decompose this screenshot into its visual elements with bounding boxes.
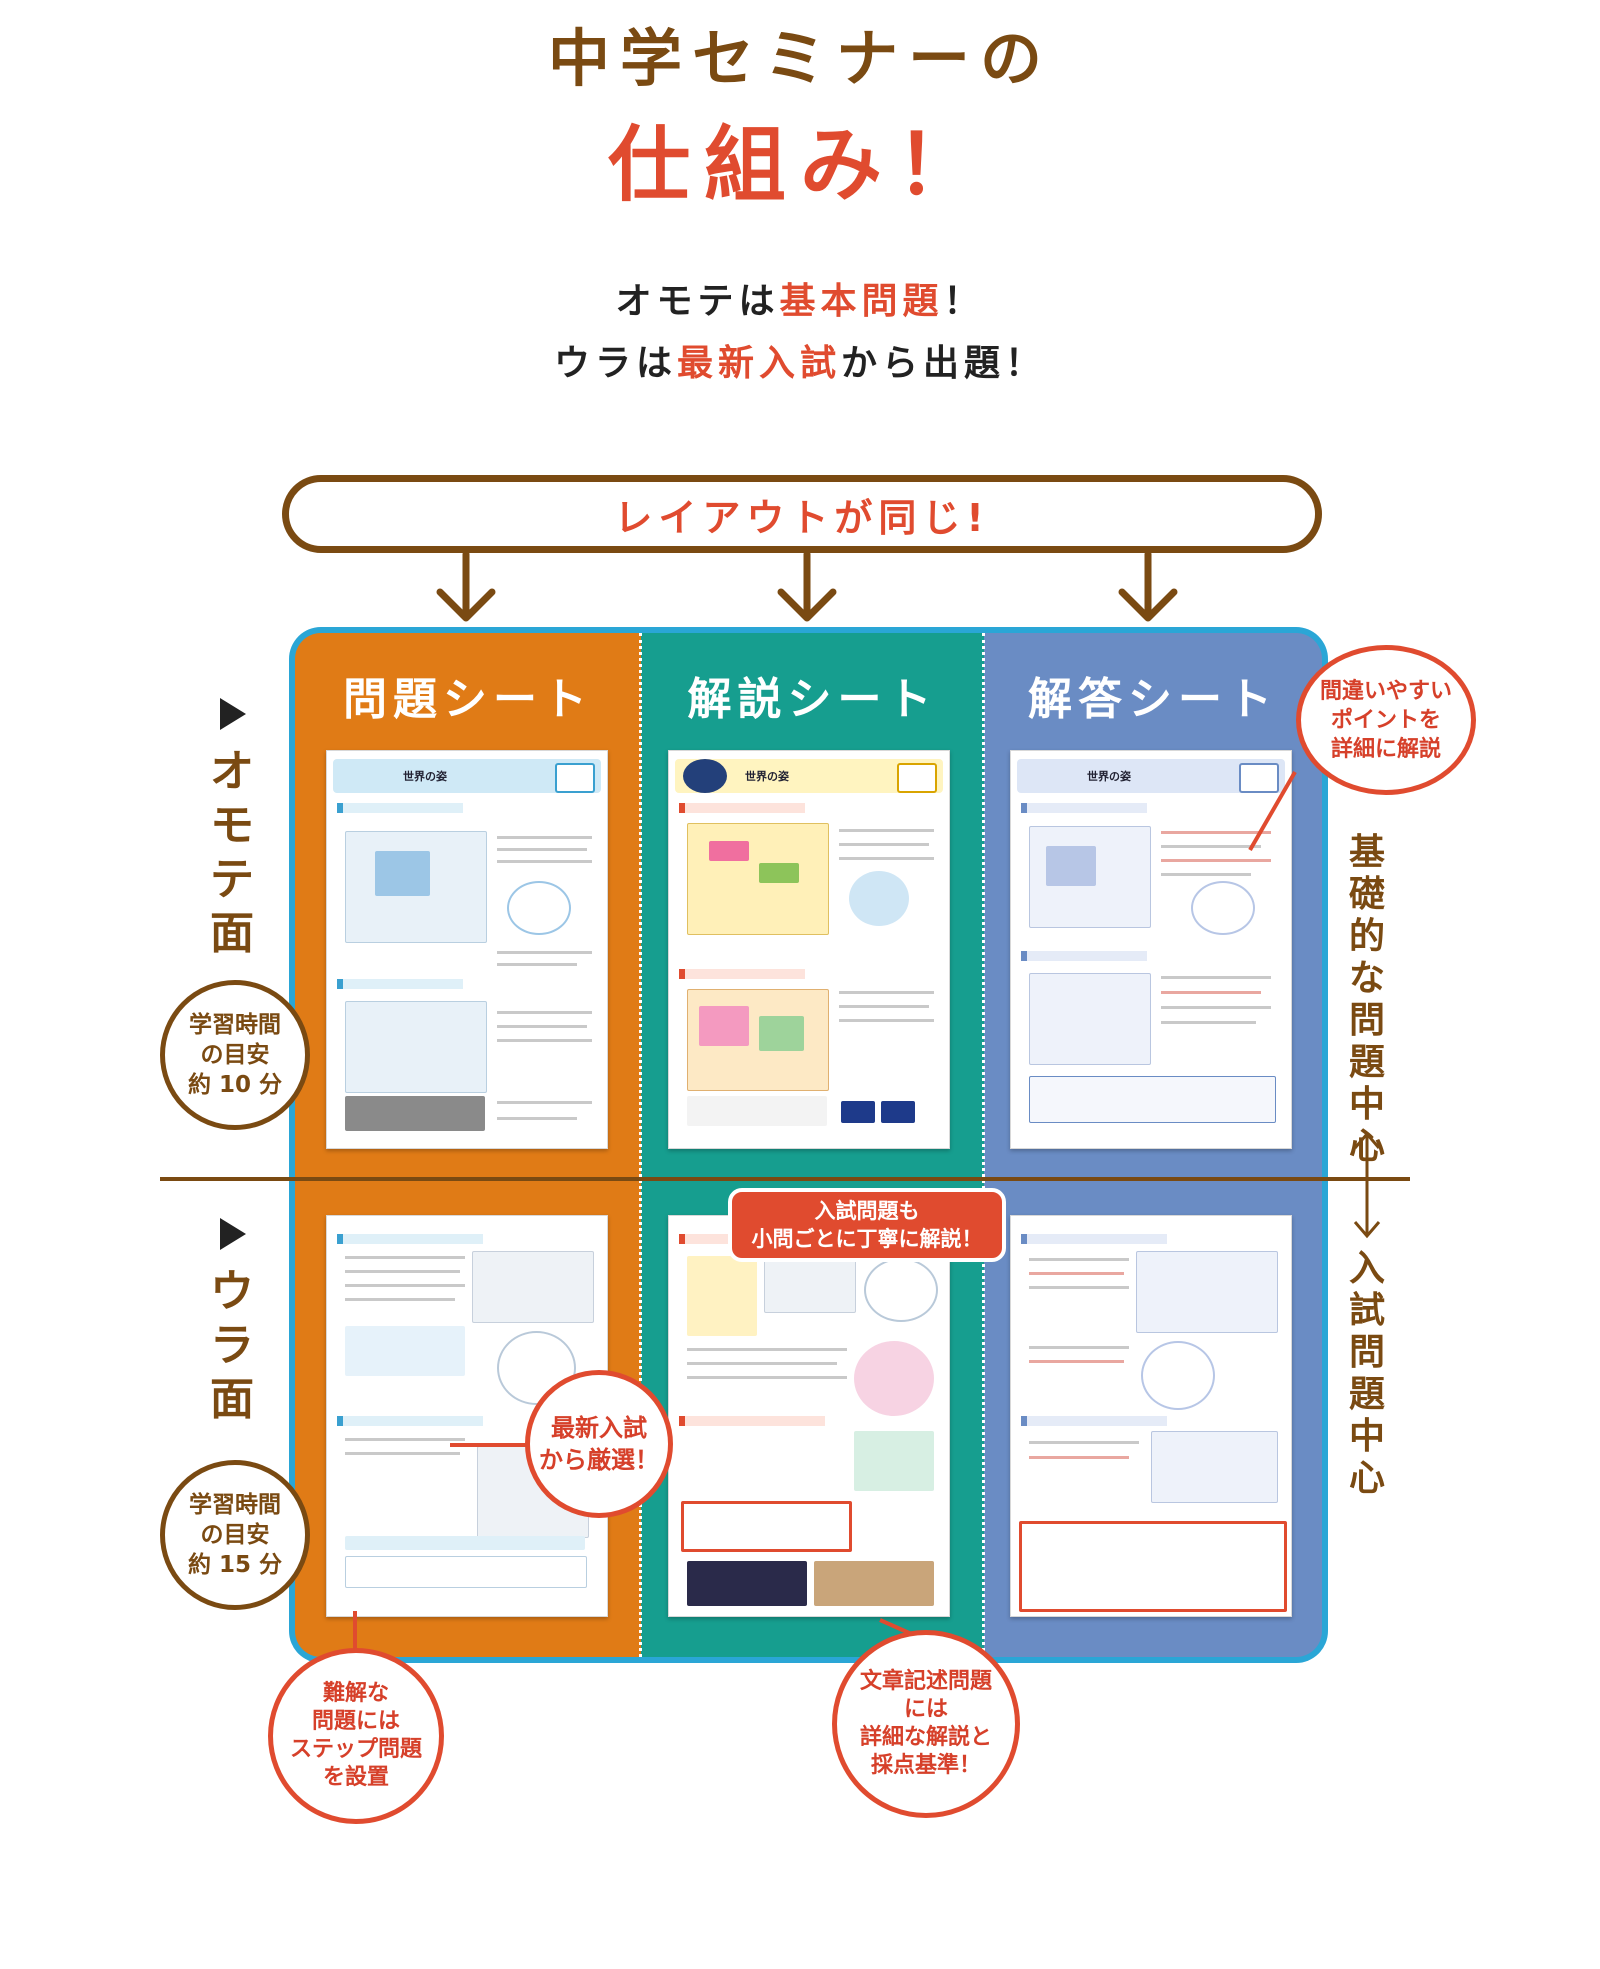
callout-text: から厳選！ [539,1446,659,1474]
callout-mistake-points: 間違いやすいポイントを詳細に解説 [1296,645,1476,795]
callout-exam-explanation: 入試問題も小問ごとに丁寧に解説！ [728,1188,1006,1262]
explanation-sheet-front: 世界の姿 [668,750,950,1149]
column-title-explanation: 解説シート [687,674,938,725]
subtitle-line1: オモテは基本問題！ [0,272,1600,324]
callout-text: ステップ問題 [289,1737,422,1762]
callout-text: 文章記述問題 [859,1669,992,1694]
answer-sheet-front: 世界の姿 [1010,750,1292,1149]
subtitle-text: から出題！ [841,343,1047,384]
sheet-title: 世界の姿 [1087,770,1131,783]
callout-text: には [903,1697,948,1722]
callout-step-problems: 難解な問題にはステップ問題を設置 [268,1648,444,1824]
subtitle-text: オモテは [615,281,780,322]
triangle-right-icon [220,698,246,730]
column-divider [982,633,985,1657]
double-arrow-icon [1353,1131,1381,1239]
callout-text: ポイントを [1330,707,1441,733]
subtitle-text: ウラは [553,343,677,384]
right-label-top: 基礎的な問題中心 [1348,832,1385,1167]
study-time-text: 学習時間 [189,1012,281,1038]
problem-sheet-front: 世界の姿 [326,750,608,1149]
callout-text: 詳細な解説と [859,1725,992,1750]
down-arrows [436,550,1178,622]
subtitle-line2: ウラは最新入試から出題！ [0,334,1600,386]
back-side-label: ウラ面 [210,1266,254,1425]
callout-text: 採点基準！ [870,1753,981,1778]
answer-sheet-back [1010,1215,1292,1617]
callout-text: 小問ごとに丁寧に解説！ [751,1227,983,1251]
arrow-down-icon [777,588,837,622]
callout-text: 難解な [322,1681,389,1706]
callout-text: 詳細に解説 [1330,736,1441,762]
column-divider [639,633,642,1657]
callout-text: 入試問題も [814,1199,920,1223]
column-title-answer: 解答シート [1028,674,1278,725]
subtitle-highlight: 最新入試 [676,343,841,384]
study-time-text: の目安 [200,1042,270,1068]
study-time-back: 学習時間の目安約 15 分 [160,1460,310,1610]
column-title-problem: 問題シート [343,674,593,725]
arrow-down-icon [436,588,496,622]
callout-latest-exam: 最新入試から厳選！ [525,1370,673,1518]
page-title-line2: 仕組み！ [607,118,992,213]
study-time-text: の目安 [200,1522,270,1548]
explanation-sheet-back [668,1215,950,1617]
sheet-title: 世界の姿 [745,770,789,783]
study-time-text: 学習時間 [189,1492,281,1518]
arrow-down-icon [1118,588,1178,622]
layout-banner: レイアウトが同じ! [282,475,1322,553]
callout-text: 間違いやすい [1319,678,1452,704]
subtitle-text: ！ [943,281,985,322]
callout-essay-scoring: 文章記述問題には詳細な解説と採点基準！ [832,1630,1020,1818]
subtitle-highlight: 基本問題 [779,281,944,322]
study-time-front: 学習時間の目安約 10 分 [160,980,310,1130]
callout-text: 問題には [311,1709,400,1734]
right-label-bottom: 入試問題中心 [1348,1248,1385,1499]
study-time-text: 約 10 分 [187,1072,283,1098]
triangle-right-icon [220,1218,246,1250]
callout-text: を設置 [322,1765,389,1790]
study-time-text: 約 15 分 [187,1552,283,1578]
page-title-line1: 中学セミナーの [547,22,1052,95]
sheet-title: 世界の姿 [403,770,447,783]
problem-sheet-back [326,1215,608,1617]
callout-text: 最新入試 [551,1414,647,1442]
front-back-divider [160,1177,1410,1181]
front-side-label: オモテ面 [210,746,254,959]
